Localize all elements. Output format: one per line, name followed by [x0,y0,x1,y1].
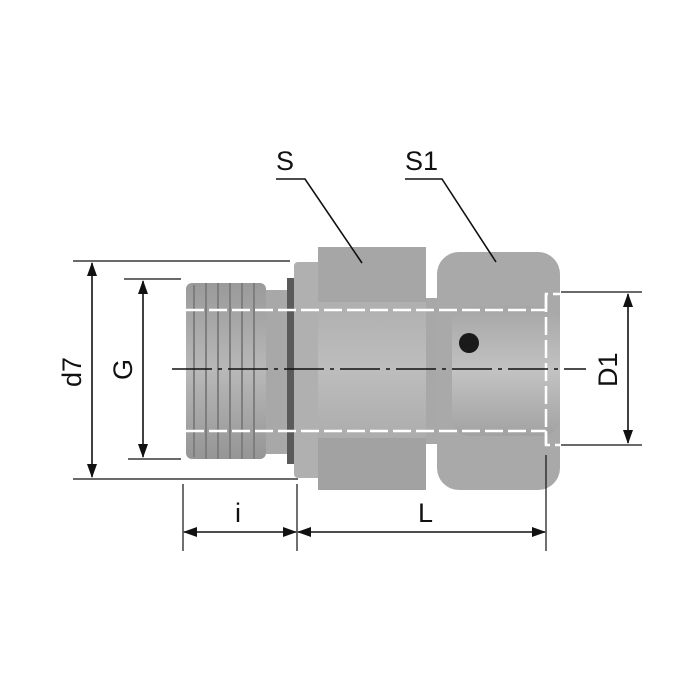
label-s1: S1 [405,146,438,176]
male-thread [186,278,295,464]
extension-lines [73,260,642,551]
swivel-nut-s1 [437,252,560,490]
label-i: i [235,498,241,528]
dimension-lines [87,262,633,537]
label-g: G [108,359,138,380]
label-s: S [276,146,294,176]
leaders [276,178,497,264]
bleed-hole-icon [459,333,479,353]
label-d1: D1 [593,352,623,387]
label-l: L [418,498,433,528]
label-d7: d7 [57,357,87,387]
